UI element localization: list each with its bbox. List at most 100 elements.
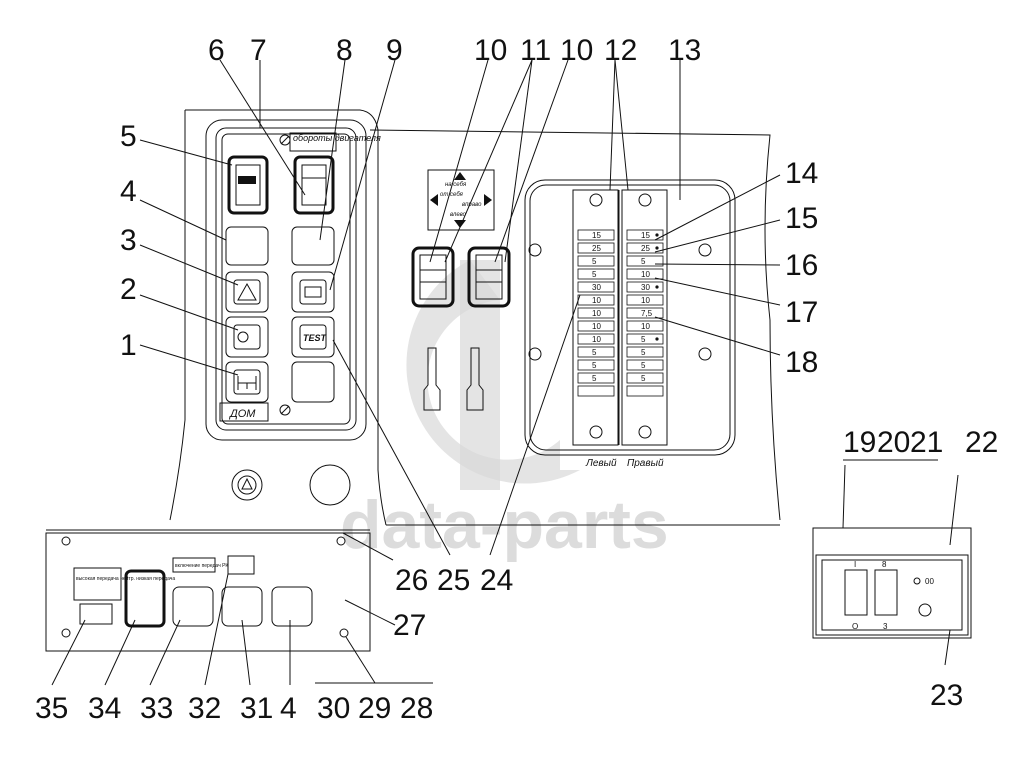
switch-unit-2[interactable] xyxy=(874,569,898,616)
button-8[interactable] xyxy=(291,226,335,266)
callout-5: 5 xyxy=(120,120,137,153)
fuse-rating: 30 xyxy=(641,283,650,292)
switch-unit-1[interactable] xyxy=(844,569,868,616)
indicator-32 xyxy=(227,555,255,575)
fuse-rating: 10 xyxy=(641,270,650,279)
fuse-rating: 25 xyxy=(592,244,601,253)
fuse-slot[interactable] xyxy=(626,307,664,319)
fuse-slot[interactable] xyxy=(626,372,664,384)
fuse-slot[interactable] xyxy=(626,385,664,397)
switch2-top: 8 xyxy=(882,560,887,569)
callout-20: 20 xyxy=(877,426,910,459)
fuse-slot[interactable] xyxy=(626,320,664,332)
callout-23: 23 xyxy=(930,679,963,712)
callout-24: 24 xyxy=(480,564,513,597)
callout-26: 26 xyxy=(395,564,428,597)
switch-10-left[interactable] xyxy=(411,246,455,308)
test-label: TEST xyxy=(303,333,328,343)
test-button[interactable] xyxy=(291,316,335,358)
callout-28: 28 xyxy=(400,692,433,725)
fuse-slot[interactable] xyxy=(577,320,615,332)
arrow-up-label: на себя xyxy=(445,182,467,188)
fuse-slot[interactable] xyxy=(577,372,615,384)
pto-label: включение передач РК xyxy=(175,563,228,569)
callout-2: 2 xyxy=(120,273,137,306)
switch-34[interactable] xyxy=(124,569,166,628)
callout-29: 29 xyxy=(358,692,391,725)
switch-10-right[interactable] xyxy=(467,246,511,308)
arrow-right-label: вправо xyxy=(462,202,482,208)
arrow-left-icon xyxy=(430,194,438,206)
button-4-bottom[interactable] xyxy=(271,586,313,627)
fuse-slot[interactable] xyxy=(626,242,664,254)
switch-6[interactable] xyxy=(293,155,335,215)
fuse-slot[interactable] xyxy=(577,385,615,397)
indicator-lamp xyxy=(913,577,921,585)
fuse-rating: 5 xyxy=(641,335,646,344)
button-4[interactable] xyxy=(225,226,269,266)
callout-12: 12 xyxy=(604,34,637,67)
light-icon xyxy=(237,331,249,343)
lever-right[interactable] xyxy=(466,347,484,411)
light-button[interactable] xyxy=(225,316,269,358)
fuse-slot[interactable] xyxy=(577,333,615,345)
left-switch-panel: обороты двигателя TEST ДОМ xyxy=(205,119,381,441)
switch1-bottom: O xyxy=(852,622,858,631)
fuse-slot[interactable] xyxy=(577,359,615,371)
fuse-slot[interactable] xyxy=(577,229,615,241)
lever-left[interactable] xyxy=(423,347,441,411)
fuse-rating: 30 xyxy=(592,283,601,292)
callout-35: 35 xyxy=(35,692,68,725)
leader-lines xyxy=(51,59,959,686)
callout-33: 33 xyxy=(140,692,173,725)
callout-10b: 10 xyxy=(560,34,593,67)
fuse-slot[interactable] xyxy=(626,268,664,280)
fuse-slot[interactable] xyxy=(577,255,615,267)
fuse-slot[interactable] xyxy=(577,242,615,254)
fuse-marker xyxy=(655,285,659,289)
fuse-slot[interactable] xyxy=(577,307,615,319)
knob-icon[interactable] xyxy=(918,603,932,617)
fuse-rating: 15 xyxy=(592,231,601,240)
diff-lock-button[interactable] xyxy=(225,361,269,403)
fuse-slot[interactable] xyxy=(626,333,664,345)
fuse-rating: 10 xyxy=(592,322,601,331)
fuse-rating: 7,5 xyxy=(641,309,653,318)
fuse-slot[interactable] xyxy=(577,268,615,280)
button-blank[interactable] xyxy=(291,361,335,403)
fuse-marker xyxy=(655,246,659,250)
fuse-rating: 10 xyxy=(592,309,601,318)
switch-5[interactable] xyxy=(227,155,269,215)
fuse-slot[interactable] xyxy=(577,346,615,358)
indicator-label: 00 xyxy=(925,577,934,586)
fuse-slot[interactable] xyxy=(626,255,664,267)
callout-1: 1 xyxy=(120,329,137,362)
button-31[interactable] xyxy=(221,586,263,627)
callout-21: 21 xyxy=(910,426,943,459)
fuse-rating: 15 xyxy=(641,231,650,240)
fuse-slot[interactable] xyxy=(577,281,615,293)
fuse-slot[interactable] xyxy=(626,294,664,306)
fuse-slot[interactable] xyxy=(626,359,664,371)
fuse-rating: 5 xyxy=(641,348,646,357)
fuse-slot[interactable] xyxy=(626,229,664,241)
engine-icon xyxy=(304,286,322,298)
callout-10a: 10 xyxy=(474,34,507,67)
engine-button[interactable] xyxy=(291,271,335,313)
callouts: 6 7 8 9 10 11 10 12 13 14 15 16 17 18 5 … xyxy=(35,34,998,725)
callout-34: 34 xyxy=(88,692,121,725)
callout-6: 6 xyxy=(208,34,225,67)
fuse-right-label: Правый xyxy=(627,458,664,469)
callout-22: 22 xyxy=(965,426,998,459)
hazard-button[interactable] xyxy=(225,271,269,313)
fuse-slot[interactable] xyxy=(626,346,664,358)
button-33[interactable] xyxy=(172,586,214,627)
fuse-rating: 25 xyxy=(641,244,650,253)
callout-15: 15 xyxy=(785,202,818,235)
fuse-left-label: Левый xyxy=(585,458,617,469)
fuse-slot[interactable] xyxy=(626,281,664,293)
hazard-icon xyxy=(237,282,257,301)
